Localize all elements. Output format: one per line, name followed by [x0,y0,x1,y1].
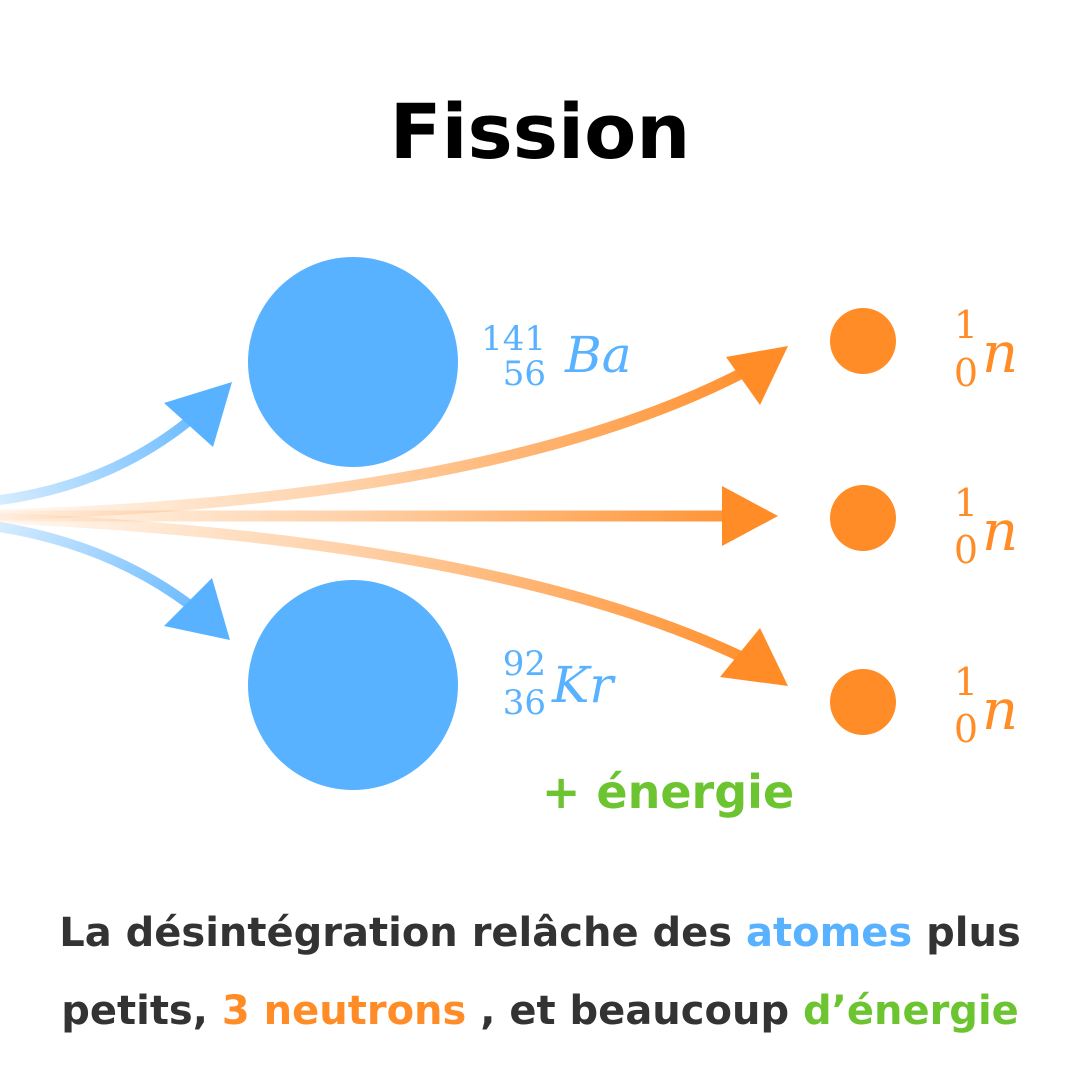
caption-highlight-neutrons: 3 neutrons [222,988,466,1034]
energy-label: + énergie [542,765,794,819]
krypton-atomic-number: 36 [503,683,546,723]
krypton-nucleus [248,580,458,790]
neutron-middle [830,485,896,551]
arrow-to-krypton [0,522,230,640]
barium-mass-number: 141 [481,319,546,359]
neutron-symbol: n [982,321,1018,386]
barium-label: 141 56 Ba [481,319,631,394]
caption-line-1-start: La désintégration relâche des [59,910,746,956]
neutron-symbol: n [982,499,1018,564]
barium-symbol: Ba [564,326,632,384]
neutron-label-middle: 1 0 n [954,481,1018,572]
caption-line-2: petits, 3 neutrons , et beaucoup d’énerg… [61,988,1019,1034]
arrow-to-neutron-middle [0,486,778,546]
neutron-label-bottom: 1 0 n [954,660,1018,751]
neutron-bottom [830,669,896,735]
barium-atomic-number: 56 [503,354,546,394]
arrow-to-barium [0,382,232,505]
krypton-label: 92 36 Kr [503,644,617,723]
neutron-atomic-number: 0 [954,707,978,751]
krypton-symbol: Kr [551,656,616,714]
neutron-atomic-number: 0 [954,351,978,395]
arrow-to-neutron-bottom [0,512,788,686]
caption-highlight-atoms: atomes [746,910,912,956]
barium-nucleus [248,257,458,467]
page-title: Fission [390,87,691,176]
neutron-label-top: 1 0 n [954,303,1018,395]
neutron-mass-number: 1 [954,303,978,347]
neutron-mass-number: 1 [954,660,978,704]
neutron-atomic-number: 0 [954,528,978,572]
caption-line-1: La désintégration relâche des atomes plu… [59,910,1021,956]
neutron-symbol: n [982,678,1018,743]
caption-line-1-end: plus [912,910,1021,956]
caption-line-2-start: petits, [61,988,222,1034]
caption-highlight-energy: d’énergie [803,988,1019,1034]
neutron-top [830,308,896,374]
krypton-mass-number: 92 [503,644,546,684]
caption-line-2-middle: , et beaucoup [466,988,803,1034]
arrow-to-neutron-top [0,346,788,521]
neutron-mass-number: 1 [954,481,978,525]
